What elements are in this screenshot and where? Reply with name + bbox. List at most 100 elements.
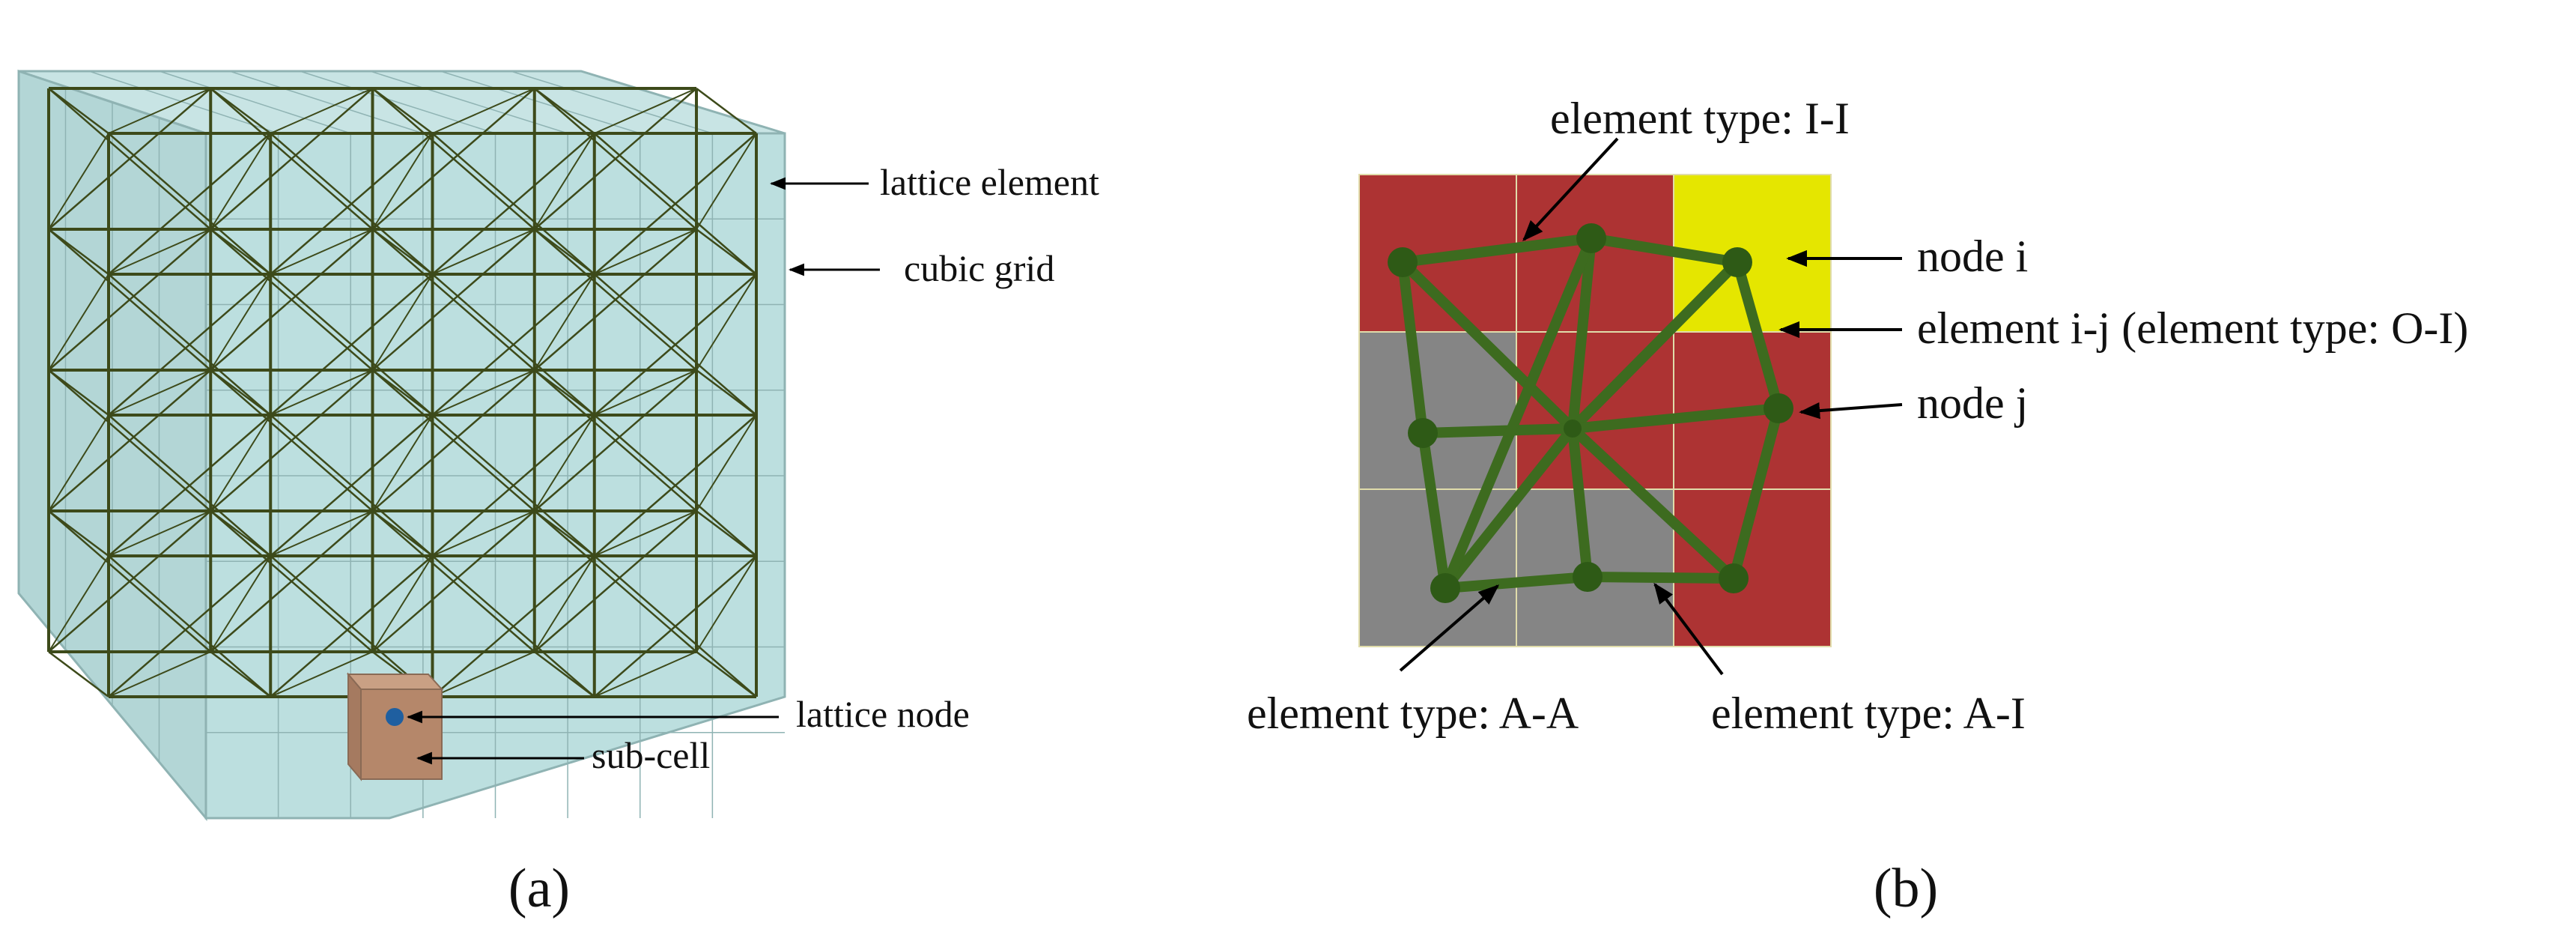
element-line bbox=[1440, 233, 1597, 593]
lattice-element bbox=[696, 510, 757, 557]
grid-line bbox=[510, 70, 713, 134]
lattice-element bbox=[593, 133, 757, 275]
lattice-element bbox=[270, 555, 434, 698]
element-line bbox=[1582, 572, 1739, 584]
lattice-element bbox=[533, 133, 595, 230]
element-line bbox=[1567, 423, 1739, 584]
element-line bbox=[1567, 257, 1743, 434]
lattice-element bbox=[48, 133, 109, 230]
grid-cell-A bbox=[1358, 331, 1517, 490]
lattice-element bbox=[48, 229, 109, 275]
lattice-element bbox=[432, 651, 535, 698]
lattice-element bbox=[534, 369, 595, 416]
lattice-element bbox=[533, 229, 697, 371]
lattice-element bbox=[210, 273, 272, 371]
lattice-element bbox=[270, 133, 434, 275]
grid-line bbox=[440, 70, 640, 134]
lattice-element bbox=[210, 510, 374, 653]
sub-cell-side bbox=[347, 672, 362, 781]
caption-a: (a) bbox=[508, 858, 570, 919]
arrow-element-ai bbox=[1653, 582, 1724, 676]
label-cubic-grid: cubic grid bbox=[904, 247, 1054, 289]
lattice-element bbox=[48, 510, 109, 557]
lattice-element bbox=[696, 133, 757, 230]
element-line bbox=[1397, 257, 1578, 434]
lattice-element bbox=[533, 273, 595, 371]
lattice-element bbox=[371, 273, 434, 371]
lattice-element bbox=[533, 414, 595, 512]
lattice-element bbox=[48, 555, 109, 653]
lattice-element bbox=[48, 273, 109, 371]
sub-cell-top bbox=[346, 674, 444, 690]
lattice-element bbox=[371, 88, 434, 134]
element-line bbox=[1397, 257, 1428, 438]
lattice-element bbox=[533, 555, 595, 653]
lattice-element bbox=[108, 651, 211, 698]
label-node-j: node j bbox=[1917, 378, 2028, 428]
lattice-element bbox=[108, 229, 211, 275]
element-line bbox=[1732, 257, 1784, 414]
lattice-element bbox=[696, 273, 757, 371]
lattice-element bbox=[534, 88, 595, 134]
lattice-element bbox=[108, 273, 272, 416]
element-line bbox=[1567, 233, 1597, 434]
lattice-element bbox=[534, 229, 595, 275]
caption-b: (b) bbox=[1874, 858, 1938, 919]
label-lattice-element: lattice element bbox=[880, 161, 1099, 203]
lattice-element bbox=[593, 273, 757, 416]
lattice-node-dot bbox=[386, 708, 404, 726]
lattice-element bbox=[431, 273, 595, 416]
arrow-node-j bbox=[1799, 402, 1903, 420]
lattice-element bbox=[696, 88, 757, 134]
lattice-element bbox=[594, 88, 697, 134]
lattice-element bbox=[270, 229, 373, 275]
lattice-element bbox=[210, 414, 272, 512]
element-line bbox=[1567, 423, 1593, 582]
label-sub-cell: sub-cell bbox=[592, 734, 710, 776]
label-element-type-aa: element type: A-A bbox=[1247, 689, 1579, 738]
lattice-element bbox=[432, 88, 535, 134]
element-network bbox=[1397, 233, 1784, 593]
lattice-element bbox=[48, 369, 109, 416]
lattice-element bbox=[371, 510, 434, 557]
lattice-element bbox=[108, 88, 211, 134]
lattice-element bbox=[696, 555, 757, 653]
lattice-element bbox=[593, 414, 757, 557]
grid-line bbox=[300, 70, 496, 134]
network-node bbox=[1388, 247, 1418, 277]
lattice-element bbox=[48, 651, 109, 698]
lattice-element bbox=[533, 88, 697, 230]
element-line bbox=[1440, 572, 1593, 593]
lattice-element bbox=[48, 88, 212, 230]
sub-cell-front bbox=[360, 689, 443, 780]
lattice-element bbox=[371, 369, 434, 416]
grid-line bbox=[159, 70, 351, 134]
lattice-element bbox=[432, 229, 535, 275]
lattice-element bbox=[431, 133, 595, 275]
lattice-element bbox=[371, 369, 535, 512]
lattice-element bbox=[210, 229, 271, 275]
lattice-element bbox=[371, 229, 535, 371]
grid-line bbox=[229, 70, 424, 134]
lattice-element bbox=[210, 555, 272, 653]
lattice-element bbox=[48, 229, 212, 371]
lattice-element bbox=[270, 414, 434, 557]
lattice-element bbox=[371, 133, 434, 230]
lattice-element bbox=[371, 414, 434, 512]
lattice-element bbox=[108, 133, 272, 275]
panel-b: element type: I-I node i element i-j (el… bbox=[1247, 94, 2468, 919]
lattice-element bbox=[431, 555, 595, 698]
lattice-element bbox=[48, 369, 212, 512]
element-line bbox=[1397, 233, 1597, 267]
network-node bbox=[1573, 562, 1603, 592]
lattice-element bbox=[270, 369, 373, 416]
lattice-element bbox=[594, 510, 697, 557]
arrow-element-ii bbox=[1522, 137, 1619, 242]
lattice-element bbox=[108, 414, 272, 557]
label-node-i: node i bbox=[1917, 232, 2028, 281]
lattice-element bbox=[696, 229, 757, 275]
lattice-element bbox=[696, 414, 757, 512]
element-line bbox=[1586, 233, 1743, 267]
lattice-element bbox=[696, 369, 757, 416]
network-node bbox=[1576, 223, 1606, 253]
